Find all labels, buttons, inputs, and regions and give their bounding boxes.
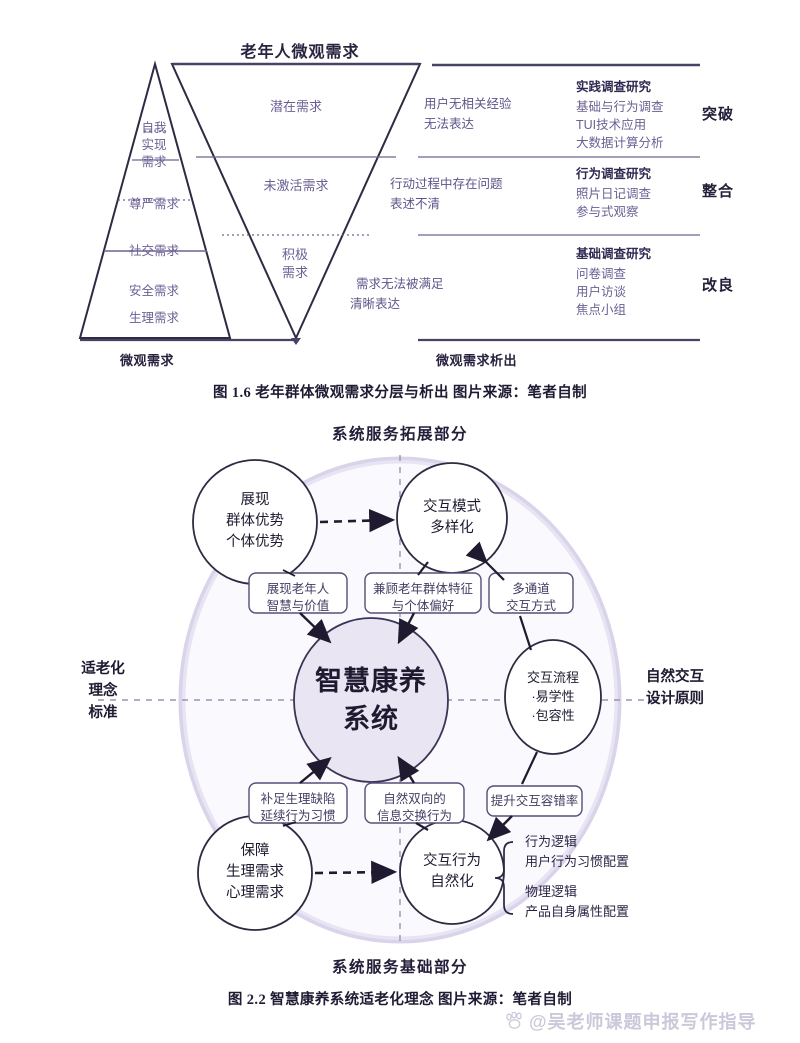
node-natural-interaction-behavior: 交互行为 自然化	[423, 853, 481, 890]
figure-2-bottom-title: 系统服务基础部分	[331, 959, 468, 976]
research-block-basic: 基础调查研究 问卷调查 用户访谈 焦点小组	[576, 245, 651, 319]
research-block-practice-title: 实践调查研究	[576, 80, 652, 94]
research-item: 基础与行为调查	[576, 100, 664, 114]
figure-1-caption: 图 1.6 老年群体微观需求分层与析出 图片来源：笔者自制	[212, 385, 588, 401]
description-row-3-line-2: 清晰表达	[350, 297, 401, 311]
research-block-practice: 实践调查研究 基础与行为调查 TUI技术应用 大数据计算分析	[576, 78, 664, 152]
funnel-tier-active: 积极 需求	[281, 247, 308, 280]
box-multichannel-interaction: 多通道 交互方式	[505, 582, 556, 613]
description-row-2-line-1: 行动过程中存在问题	[390, 177, 503, 191]
research-item: 焦点小组	[576, 303, 627, 317]
research-item: 问卷调查	[576, 267, 627, 281]
node-center-smart-care-system: 智慧康养 系统	[315, 666, 427, 734]
research-item: 照片日记调查	[576, 187, 652, 201]
brace-physical-logic-title: 物理逻辑	[525, 884, 578, 899]
watermark: @吴老师课题申报写作指导	[505, 1008, 757, 1034]
research-item: TUI技术应用	[576, 118, 647, 132]
description-row-2-line-2: 表述不清	[390, 197, 441, 211]
brace-behavior-logic-title: 行为逻辑	[525, 834, 578, 849]
figure-1-footer-left: 微观需求	[120, 353, 175, 368]
node-interaction-flow: 交互流程 ·易学性 ·包容性	[526, 670, 579, 723]
box-improve-fault-tolerance: 提升交互容错率	[490, 794, 579, 808]
pyramid-tier-dignity: 尊严需求	[128, 197, 179, 211]
node-safeguard-needs: 保障 生理需求 心理需求	[226, 843, 284, 901]
box-compensate-physiological: 补足生理缺陷 延续行为习惯	[260, 792, 336, 823]
research-block-behavior: 行为调查研究 照片日记调查 参与式观察	[576, 165, 651, 221]
brace-physical-logic-sub: 产品自身属性配置	[525, 904, 630, 919]
research-block-behavior-title: 行为调查研究	[576, 167, 652, 181]
description-row-1-line-1: 用户无相关经验	[424, 97, 512, 111]
pyramid-tier-safety: 安全需求	[128, 284, 179, 298]
description-row-3-line-1: 需求无法被满足	[356, 277, 444, 291]
figure-2-linework	[98, 455, 700, 945]
research-item: 用户访谈	[576, 285, 627, 299]
stage-label-improvement: 改良	[702, 277, 735, 294]
pyramid-tier-physiological: 生理需求	[128, 311, 179, 325]
research-block-basic-title: 基础调查研究	[576, 247, 652, 261]
box-show-elder-wisdom: 展现老年人 智慧与价值	[266, 582, 330, 613]
watermark-text: @吴老师课题申报写作指导	[529, 1012, 757, 1032]
description-row-1-line-2: 无法表达	[424, 117, 475, 131]
box-natural-bidirectional-exchange: 自然双向的 信息交换行为	[376, 792, 452, 823]
pyramid-tier-self-actualization: 自我 实现 需求	[141, 121, 167, 169]
node-interaction-modes: 交互模式 多样化	[423, 499, 481, 536]
node-group-advantages: 展现 群体优势 个体优势	[226, 492, 284, 550]
brace-behavior-logic-sub: 用户行为习惯配置	[525, 854, 630, 869]
stage-label-breakthrough: 突破	[702, 106, 735, 123]
research-item: 参与式观察	[576, 205, 639, 219]
box-group-and-individual-preference: 兼顾老年群体特征 与个体偏好	[372, 582, 473, 613]
figure-2-caption: 图 2.2 智慧康养系统适老化理念 图片来源：笔者自制	[227, 992, 573, 1008]
figure-1-needs-hierarchy: 老年人微观需求 自我 实现 需求 尊严需求 社交需求 安全需求 生理需求 潜在需…	[0, 0, 800, 401]
figure-2-top-title: 系统服务拓展部分	[331, 426, 468, 443]
figure-2-smart-care-system: 系统服务拓展部分 展现 群体优势 个体优势 交互模式 多样化 交互流程 ·易学性…	[0, 400, 800, 1043]
funnel-tier-latent: 潜在需求	[269, 99, 322, 114]
stage-label-integration: 整合	[702, 183, 735, 200]
paw-icon	[506, 1012, 522, 1029]
pyramid-tier-social: 社交需求	[128, 244, 179, 258]
side-label-natural-interaction-principles: 自然交互 设计原则	[646, 669, 704, 707]
side-label-aging-friendly-standards: 适老化 理念 标准	[81, 661, 125, 721]
figure-1-footer-right: 微观需求析出	[436, 353, 518, 368]
research-item: 大数据计算分析	[576, 136, 664, 150]
funnel-tier-inactive: 未激活需求	[263, 178, 329, 193]
figure-1-title: 老年人微观需求	[240, 44, 360, 61]
figure-1-linework	[78, 60, 700, 345]
